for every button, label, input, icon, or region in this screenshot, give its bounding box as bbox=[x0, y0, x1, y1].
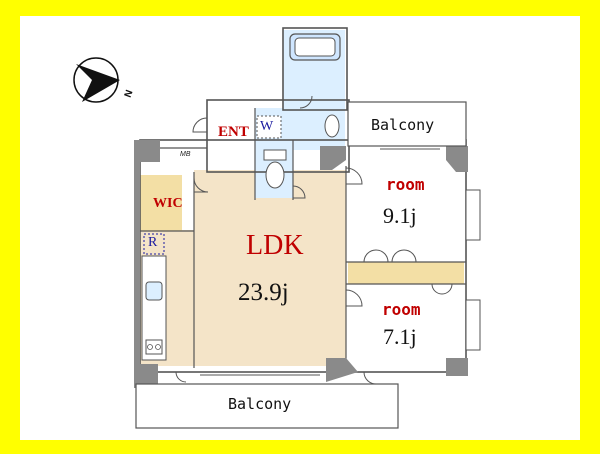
label-room-south-size: 7.1j bbox=[383, 324, 417, 349]
door-wic bbox=[193, 177, 209, 193]
wash-basin-bowl bbox=[324, 114, 340, 138]
wash-basin bbox=[324, 114, 340, 138]
room-south-floor bbox=[346, 284, 466, 368]
label-refrigerator: R bbox=[148, 235, 158, 250]
label-balcony-top: Balcony bbox=[371, 116, 435, 134]
windows bbox=[465, 189, 481, 351]
column-ne bbox=[320, 146, 346, 170]
toilet-bowl bbox=[265, 161, 285, 189]
door-room-north bbox=[345, 167, 363, 185]
balconies bbox=[135, 101, 467, 429]
compass-needle-icon bbox=[76, 64, 120, 102]
door-room-south-closet bbox=[431, 283, 453, 295]
door-room-south-balcony bbox=[363, 371, 377, 385]
kitchen-counter bbox=[141, 255, 167, 361]
door-balcony-s bbox=[175, 371, 187, 383]
sliding-windows bbox=[200, 145, 440, 376]
label-meter-box: MB bbox=[180, 151, 191, 158]
label-entrance: ENT bbox=[218, 124, 249, 140]
label-walk-in-closet: WIC bbox=[153, 196, 183, 211]
door-closet-left bbox=[363, 249, 389, 263]
door-room-south bbox=[345, 289, 363, 307]
kitchen-sink bbox=[145, 281, 163, 301]
label-room-south: room bbox=[382, 300, 421, 319]
toilet bbox=[263, 149, 287, 189]
door-swings bbox=[175, 95, 453, 385]
entrance-floor bbox=[209, 108, 255, 170]
wall-bathroom bbox=[282, 27, 348, 111]
column-room-ne bbox=[446, 146, 468, 172]
window-room-south bbox=[465, 299, 481, 351]
stove-burner-1 bbox=[147, 344, 153, 350]
ldk-floor bbox=[194, 170, 346, 366]
label-balcony-bottom: Balcony bbox=[228, 395, 292, 413]
column-sw bbox=[134, 364, 158, 388]
columns bbox=[134, 140, 468, 388]
column-se bbox=[446, 358, 468, 376]
washer-space bbox=[256, 115, 282, 139]
label-ldk: LDK bbox=[246, 230, 304, 261]
wic-floor bbox=[140, 175, 182, 231]
label-room-north-size: 9.1j bbox=[383, 203, 417, 228]
label-washroom: W bbox=[260, 119, 274, 134]
column-nw bbox=[134, 140, 160, 162]
toilet-tank bbox=[263, 149, 287, 161]
closet-strip-floor bbox=[348, 262, 464, 284]
room-north-floor bbox=[346, 166, 466, 262]
stove-burner-2 bbox=[155, 344, 161, 350]
door-closet-right bbox=[391, 249, 417, 263]
door-entrance bbox=[192, 117, 208, 133]
wall-west-strip bbox=[134, 160, 140, 366]
kitchen-stove bbox=[145, 339, 163, 355]
column-mid-s bbox=[326, 358, 358, 382]
label-room-north: room bbox=[386, 175, 425, 194]
balcony-top-outline bbox=[347, 101, 467, 147]
balcony-bottom-outline bbox=[135, 383, 399, 429]
label-ldk-size: 23.9j bbox=[238, 279, 289, 306]
bathtub-basin bbox=[294, 37, 336, 57]
bathtub bbox=[289, 33, 341, 61]
refrigerator-space bbox=[143, 233, 165, 255]
door-toilet bbox=[292, 185, 306, 199]
window-room-north bbox=[465, 189, 481, 241]
compass-rose bbox=[73, 57, 120, 103]
door-bathroom bbox=[299, 95, 313, 109]
